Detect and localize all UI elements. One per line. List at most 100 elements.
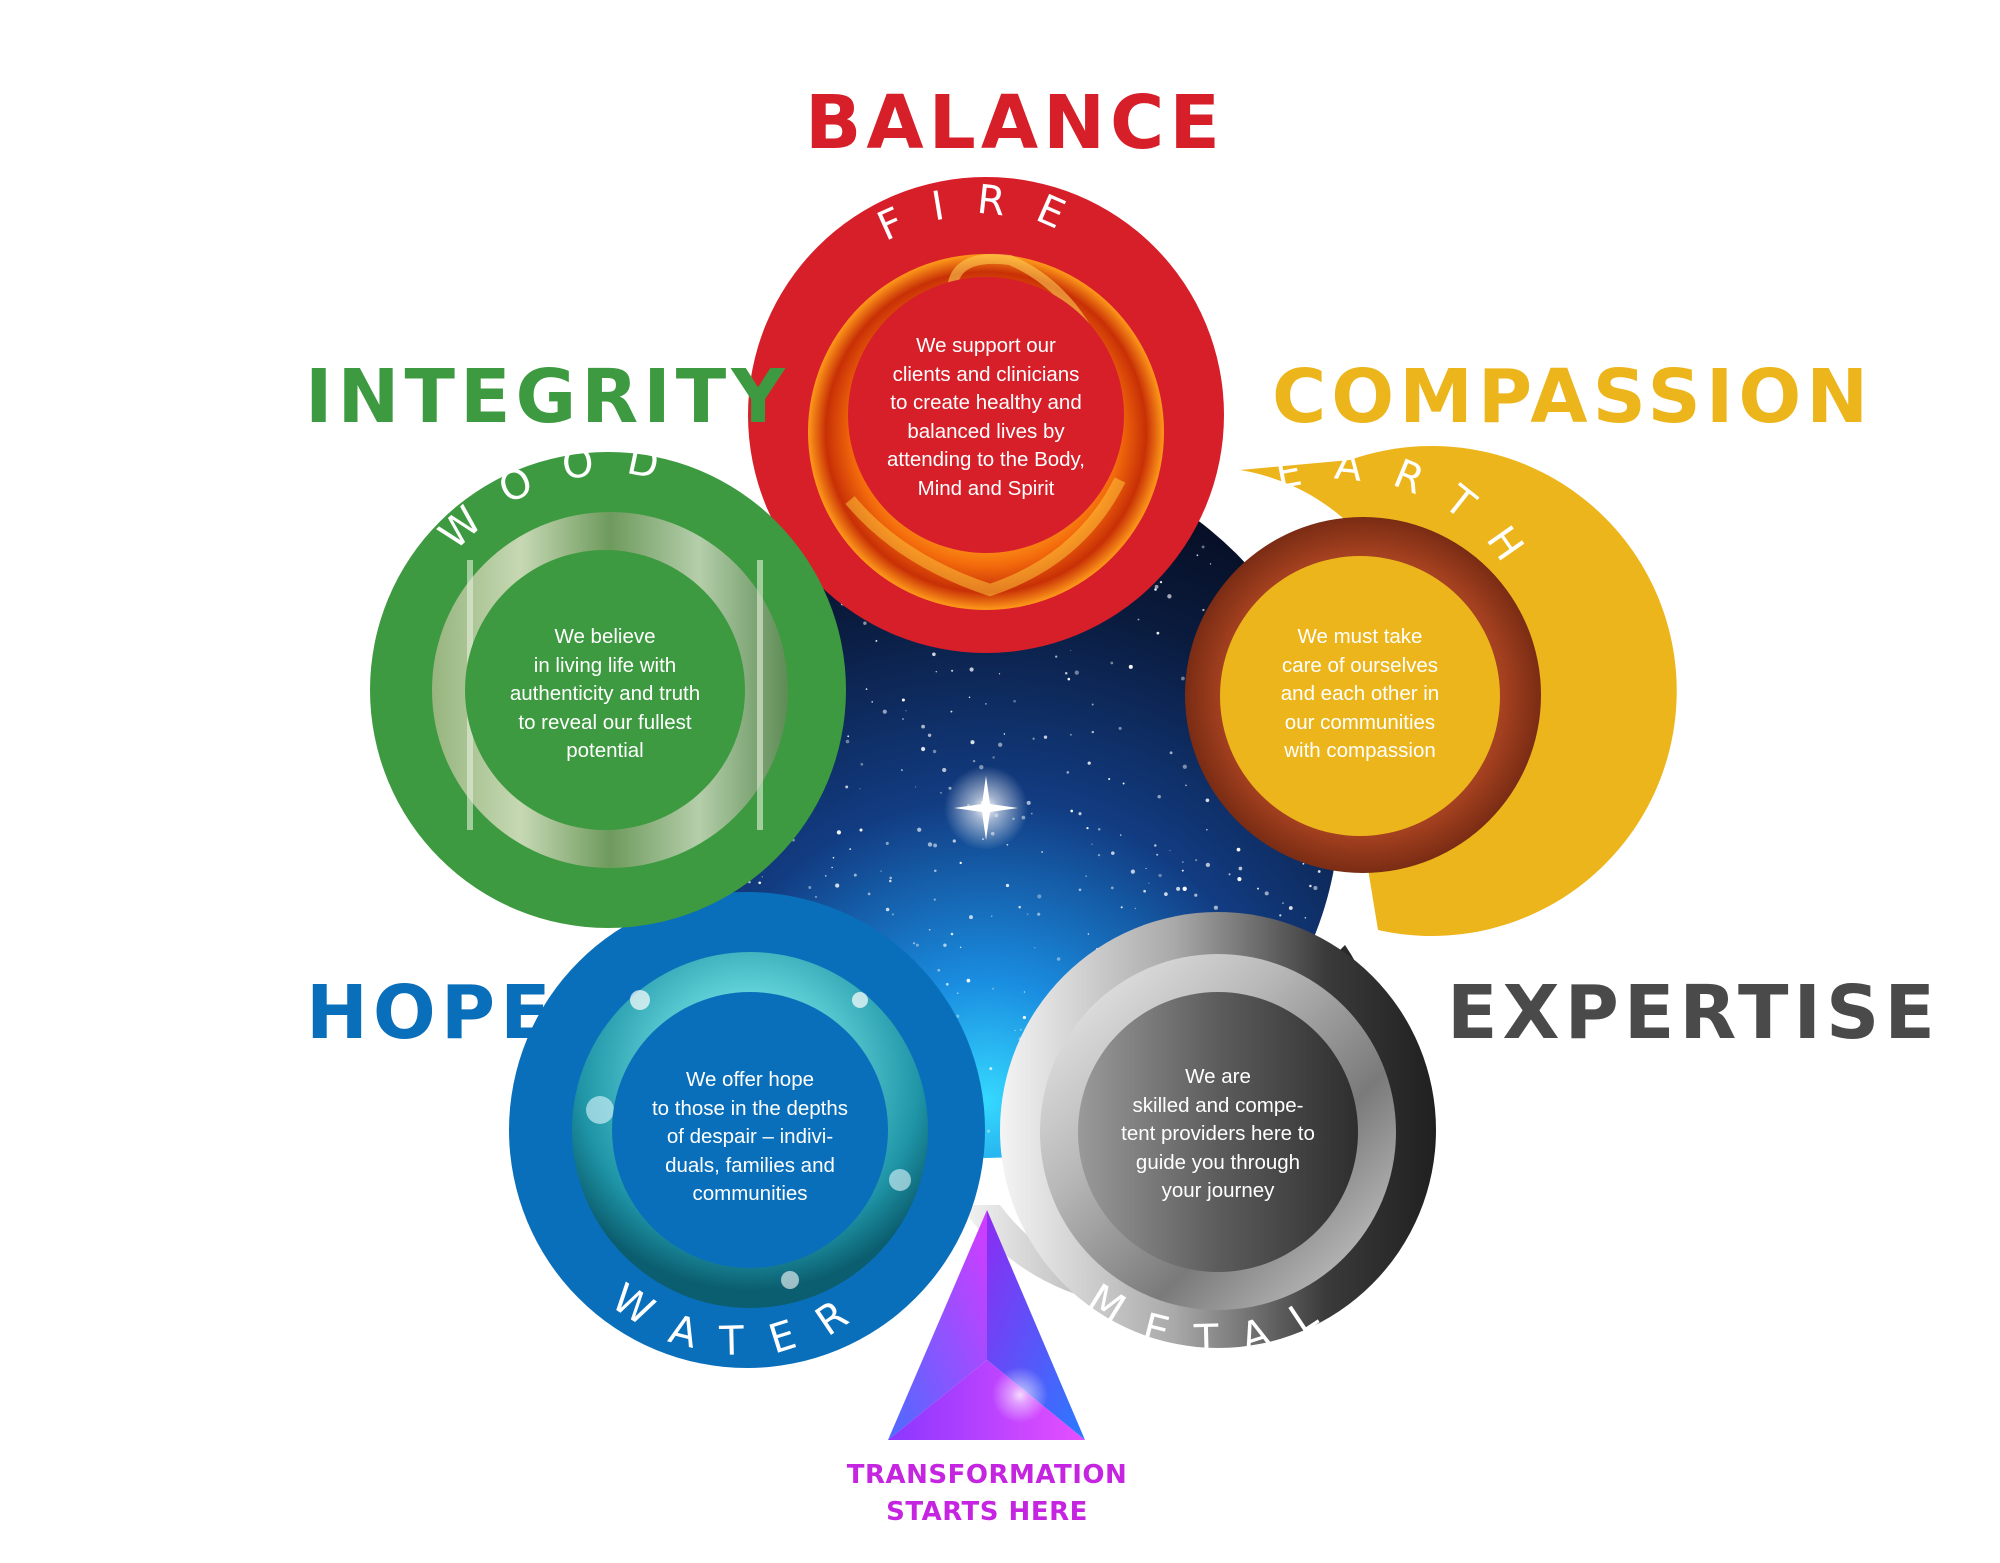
star-dot — [835, 883, 840, 888]
star-dot — [1041, 851, 1043, 853]
star-dot — [1288, 906, 1293, 910]
metal-description: We are skilled and compe- tent providers… — [1121, 1065, 1315, 1202]
star-dot — [1206, 828, 1208, 831]
star-dot — [1185, 784, 1187, 787]
center-star-sparkle — [954, 776, 1018, 840]
star-dot — [942, 767, 947, 773]
star-dot — [1313, 885, 1318, 891]
star-dot — [937, 968, 941, 972]
star-dot — [934, 869, 937, 873]
star-dot — [969, 915, 973, 920]
star-dot — [1097, 828, 1101, 831]
star-dot — [1003, 733, 1006, 735]
star-dot — [859, 828, 863, 832]
star-dot — [1145, 867, 1147, 870]
star-dot — [824, 874, 827, 877]
star-dot — [1122, 782, 1125, 785]
star-dot — [959, 946, 962, 949]
fire-inner-disc — [848, 277, 1124, 553]
star-dot — [998, 742, 1003, 747]
star-dot — [1228, 873, 1231, 876]
star-dot — [1237, 877, 1242, 882]
star-dot — [1037, 912, 1041, 916]
star-dot — [1064, 672, 1068, 675]
star-dot — [945, 982, 949, 986]
star-dot — [1264, 891, 1269, 896]
star-dot — [1108, 778, 1111, 780]
star-dot — [808, 886, 812, 889]
star-dot — [1110, 661, 1114, 665]
star-dot — [1128, 664, 1133, 669]
star-dot — [943, 943, 947, 947]
star-dot — [972, 759, 976, 763]
star-dot — [933, 843, 938, 848]
water-segment: WATER — [509, 892, 985, 1368]
star-dot — [847, 735, 850, 738]
star-dot — [1014, 1029, 1016, 1032]
star-dot — [863, 621, 867, 625]
value-hope: HOPE — [306, 970, 556, 1056]
star-dot — [1023, 991, 1026, 993]
star-dot — [1019, 1028, 1022, 1031]
fire-segment: FIRE — [748, 177, 1224, 653]
star-dot — [1205, 862, 1211, 868]
star-dot — [928, 928, 931, 931]
star-dot — [1120, 906, 1123, 909]
star-dot — [915, 943, 919, 947]
star-dot — [927, 842, 933, 847]
star-dot — [1181, 869, 1184, 872]
water-description: We offer hope to those in the depths of … — [651, 1068, 849, 1205]
star-dot — [1022, 1015, 1026, 1020]
star-dot — [1018, 905, 1021, 909]
wood-inner-disc — [465, 550, 745, 830]
star-dot — [859, 788, 861, 790]
star-dot — [860, 762, 864, 766]
star-dot — [1074, 670, 1079, 675]
star-dot — [1137, 618, 1140, 621]
star-dot — [932, 652, 936, 657]
star-dot — [845, 739, 850, 744]
star-dot — [927, 733, 932, 737]
star-dot — [939, 791, 942, 794]
star-dot — [1194, 893, 1198, 897]
star-dot — [1169, 849, 1171, 852]
star-dot — [1302, 862, 1305, 865]
star-dot — [880, 870, 882, 872]
star-dot — [966, 978, 971, 983]
star-dot — [1154, 588, 1157, 591]
star-dot — [1156, 853, 1159, 856]
star-dot — [1013, 699, 1016, 703]
star-dot — [905, 710, 907, 712]
star-dot — [1091, 730, 1094, 734]
star-dot — [1238, 866, 1243, 871]
star-dot — [932, 749, 937, 754]
star-dot — [1097, 853, 1101, 857]
star-dot — [1205, 798, 1210, 803]
value-balance: BALANCE — [805, 80, 1225, 166]
star-dot — [1164, 892, 1168, 896]
star-dot — [1134, 907, 1137, 910]
star-dot — [987, 1129, 991, 1133]
star-dot — [959, 861, 962, 865]
star-dot — [1282, 902, 1284, 904]
star-dot — [1110, 886, 1114, 890]
star-dot — [1130, 869, 1135, 874]
star-dot — [1317, 870, 1321, 873]
star-dot — [1182, 764, 1187, 769]
star-dot — [956, 1014, 960, 1018]
star-dot — [900, 769, 903, 772]
star-dot — [875, 639, 878, 642]
value-expertise: EXPERTISE — [1447, 970, 1940, 1056]
star-dot — [1066, 771, 1070, 774]
star-dot — [912, 942, 916, 945]
star-dot — [901, 698, 905, 702]
star-dot — [853, 873, 857, 877]
star-dot — [1143, 889, 1146, 893]
star-dot — [1005, 883, 1010, 888]
star-dot — [845, 785, 849, 789]
star-dot — [917, 827, 922, 832]
star-dot — [1091, 843, 1093, 845]
star-dot — [914, 786, 917, 788]
star-dot — [1279, 914, 1282, 917]
star-dot — [1201, 545, 1205, 549]
